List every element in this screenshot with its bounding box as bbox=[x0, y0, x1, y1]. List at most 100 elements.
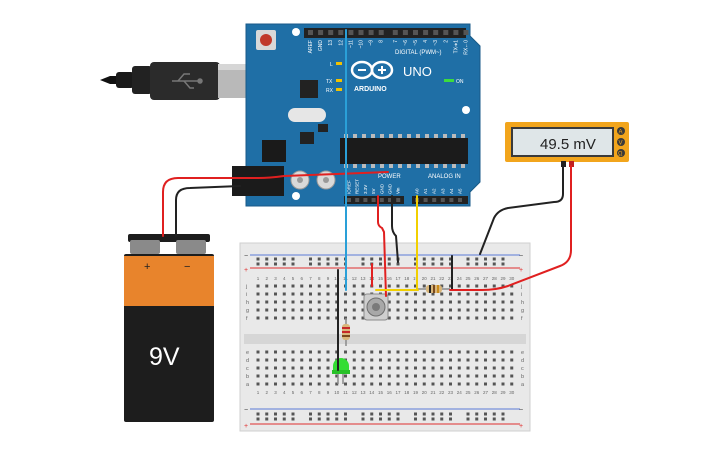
rail-hole[interactable] bbox=[475, 417, 479, 421]
rail-hole[interactable] bbox=[396, 417, 400, 421]
rail-hole[interactable] bbox=[317, 262, 321, 266]
rail-hole[interactable] bbox=[501, 257, 505, 261]
rail-hole[interactable] bbox=[396, 412, 400, 416]
rail-hole[interactable] bbox=[335, 262, 339, 266]
breadboard-hole[interactable] bbox=[387, 366, 391, 370]
breadboard-hole[interactable] bbox=[475, 366, 479, 370]
breadboard-hole[interactable] bbox=[274, 374, 277, 378]
multimeter[interactable]: 49.5 mV A V Ω bbox=[505, 122, 629, 167]
breadboard-hole[interactable] bbox=[309, 292, 312, 296]
breadboard-hole[interactable] bbox=[405, 374, 409, 378]
breadboard-hole[interactable] bbox=[256, 374, 260, 378]
usb-cable[interactable] bbox=[100, 62, 266, 100]
breadboard-hole[interactable] bbox=[361, 308, 365, 312]
breadboard-hole[interactable] bbox=[457, 350, 461, 354]
breadboard-hole[interactable] bbox=[501, 382, 505, 386]
rail-hole[interactable] bbox=[431, 412, 435, 416]
rail-hole[interactable] bbox=[414, 257, 417, 261]
breadboard-hole[interactable] bbox=[335, 292, 339, 296]
rail-hole[interactable] bbox=[335, 257, 339, 261]
rail-hole[interactable] bbox=[414, 412, 417, 416]
breadboard-hole[interactable] bbox=[256, 366, 260, 370]
breadboard-hole[interactable] bbox=[510, 316, 514, 320]
breadboard-hole[interactable] bbox=[457, 366, 461, 370]
breadboard-hole[interactable] bbox=[352, 382, 356, 386]
reset-button[interactable] bbox=[256, 30, 276, 50]
breadboard-hole[interactable] bbox=[440, 382, 444, 386]
breadboard-hole[interactable] bbox=[317, 374, 321, 378]
rail-hole[interactable] bbox=[387, 257, 391, 261]
header-pin[interactable] bbox=[443, 30, 449, 35]
breadboard-hole[interactable] bbox=[309, 382, 312, 386]
breadboard-hole[interactable] bbox=[326, 300, 330, 304]
breadboard-hole[interactable] bbox=[484, 316, 487, 320]
breadboard-hole[interactable] bbox=[387, 316, 391, 320]
breadboard-hole[interactable] bbox=[422, 350, 426, 354]
rail-hole[interactable] bbox=[256, 412, 260, 416]
rail-hole[interactable] bbox=[317, 417, 321, 421]
rail-hole[interactable] bbox=[265, 262, 269, 266]
rail-hole[interactable] bbox=[422, 417, 426, 421]
breadboard-hole[interactable] bbox=[387, 300, 391, 304]
breadboard-hole[interactable] bbox=[300, 358, 304, 362]
breadboard-hole[interactable] bbox=[484, 382, 487, 386]
breadboard-hole[interactable] bbox=[475, 382, 479, 386]
power-pin[interactable] bbox=[379, 198, 384, 202]
rail-hole[interactable] bbox=[475, 257, 479, 261]
breadboard-hole[interactable] bbox=[300, 366, 304, 370]
breadboard-hole[interactable] bbox=[326, 358, 330, 362]
rail-hole[interactable] bbox=[501, 412, 505, 416]
breadboard-hole[interactable] bbox=[291, 374, 295, 378]
rail-hole[interactable] bbox=[361, 257, 365, 261]
breadboard-hole[interactable] bbox=[475, 292, 479, 296]
rail-hole[interactable] bbox=[274, 417, 277, 421]
rail-hole[interactable] bbox=[379, 257, 382, 261]
breadboard-hole[interactable] bbox=[344, 300, 347, 304]
breadboard-hole[interactable] bbox=[282, 382, 286, 386]
breadboard-hole[interactable] bbox=[265, 350, 269, 354]
breadboard-hole[interactable] bbox=[335, 382, 339, 386]
breadboard-hole[interactable] bbox=[282, 374, 286, 378]
rail-hole[interactable] bbox=[440, 417, 444, 421]
breadboard-hole[interactable] bbox=[335, 308, 339, 312]
breadboard-hole[interactable] bbox=[309, 374, 312, 378]
breadboard-hole[interactable] bbox=[256, 300, 260, 304]
rail-hole[interactable] bbox=[484, 412, 487, 416]
breadboard-hole[interactable] bbox=[431, 292, 435, 296]
breadboard-hole[interactable] bbox=[396, 358, 400, 362]
breadboard-hole[interactable] bbox=[370, 382, 374, 386]
breadboard-hole[interactable] bbox=[405, 292, 409, 296]
rail-hole[interactable] bbox=[274, 262, 277, 266]
breadboard-hole[interactable] bbox=[431, 366, 435, 370]
analog-pin[interactable] bbox=[449, 198, 454, 202]
breadboard-hole[interactable] bbox=[414, 374, 417, 378]
breadboard-hole[interactable] bbox=[466, 382, 470, 386]
rail-hole[interactable] bbox=[492, 412, 496, 416]
rail-hole[interactable] bbox=[326, 257, 330, 261]
breadboard-hole[interactable] bbox=[317, 358, 321, 362]
breadboard-hole[interactable] bbox=[422, 292, 426, 296]
breadboard-hole[interactable] bbox=[431, 300, 435, 304]
breadboard-hole[interactable] bbox=[501, 292, 505, 296]
rail-hole[interactable] bbox=[501, 262, 505, 266]
breadboard-hole[interactable] bbox=[492, 316, 496, 320]
breadboard-hole[interactable] bbox=[274, 358, 277, 362]
power-pin[interactable] bbox=[363, 198, 368, 202]
breadboard-hole[interactable] bbox=[396, 300, 400, 304]
breadboard-hole[interactable] bbox=[457, 300, 461, 304]
breadboard-hole[interactable] bbox=[265, 300, 269, 304]
breadboard-hole[interactable] bbox=[256, 358, 260, 362]
rail-hole[interactable] bbox=[379, 262, 382, 266]
rail-hole[interactable] bbox=[265, 257, 269, 261]
breadboard-hole[interactable] bbox=[440, 374, 444, 378]
breadboard-hole[interactable] bbox=[510, 308, 514, 312]
breadboard-hole[interactable] bbox=[475, 316, 479, 320]
breadboard-hole[interactable] bbox=[457, 358, 461, 362]
breadboard-hole[interactable] bbox=[335, 284, 339, 288]
power-pin[interactable] bbox=[396, 198, 401, 202]
header-pin[interactable] bbox=[308, 30, 313, 35]
breadboard-hole[interactable] bbox=[352, 316, 356, 320]
breadboard-hole[interactable] bbox=[256, 316, 260, 320]
rail-hole[interactable] bbox=[484, 417, 487, 421]
